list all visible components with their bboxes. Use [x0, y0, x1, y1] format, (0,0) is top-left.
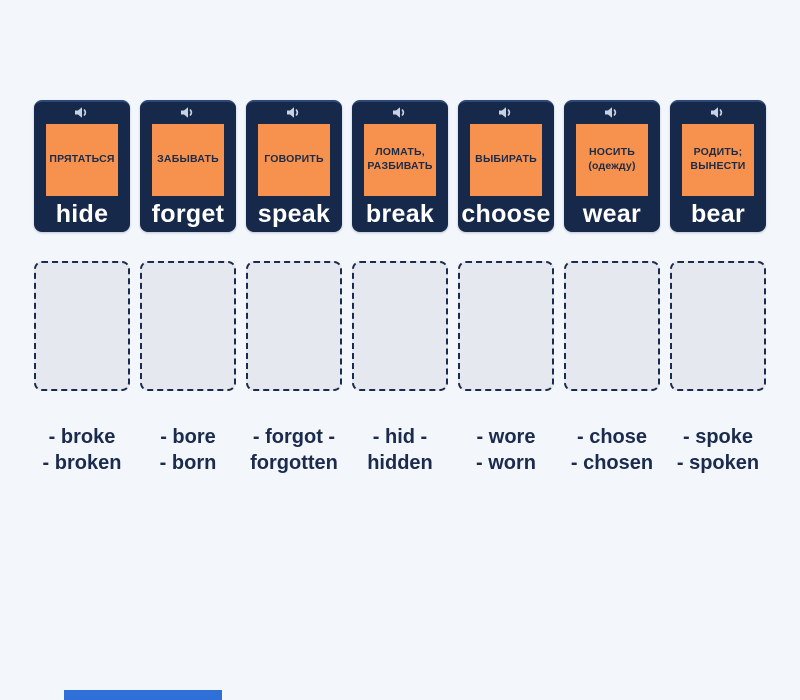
answer-label-6: - chose - chosen	[570, 426, 654, 474]
speaker-icon[interactable]	[393, 106, 407, 119]
russian-term: РОДИТЬ; ВЫНЕСТИ	[682, 124, 754, 196]
answer-cell: - bore - born	[140, 424, 236, 476]
english-word-label: bear	[690, 199, 745, 228]
answer-label-5: - wore - worn	[476, 426, 536, 474]
answer-label-1: - broke - broken	[42, 426, 122, 474]
russian-term: ПРЯТАТЬСЯ	[46, 124, 118, 196]
answer-cell: - wore - worn	[458, 424, 554, 476]
answer-label-2: - bore - born	[159, 426, 217, 474]
speaker-icon[interactable]	[287, 106, 301, 119]
english-word-label: hide	[55, 199, 109, 228]
drop-slot-4[interactable]	[352, 261, 448, 391]
keyword-cards-row: ПРЯТАТЬСЯ hide ЗАБЫВАТЬ forget ГОВОРИТЬ …	[0, 100, 800, 232]
russian-term: ЗАБЫВАТЬ	[152, 124, 224, 196]
keyword-card-wear[interactable]: НОСИТЬ (одежду) wear	[564, 100, 660, 232]
answer-cell: - broke - broken	[34, 424, 130, 476]
speaker-icon[interactable]	[181, 106, 195, 119]
speaker-icon[interactable]	[605, 106, 619, 119]
keyword-card-forget[interactable]: ЗАБЫВАТЬ forget	[140, 100, 236, 232]
russian-term: ГОВОРИТЬ	[258, 124, 330, 196]
answer-label-7: - spoke - spoken	[676, 426, 760, 474]
english-word-label: break	[365, 199, 435, 228]
drop-slot-6[interactable]	[564, 261, 660, 391]
bottom-progress-bar	[64, 690, 222, 700]
answer-label-3: - forgot - forgotten	[250, 426, 338, 474]
answer-cell: - chose - chosen	[564, 424, 660, 476]
russian-term: ЛОМАТЬ, РАЗБИВАТЬ	[364, 124, 436, 196]
russian-term: НОСИТЬ (одежду)	[576, 124, 648, 196]
match-up-activity: ПРЯТАТЬСЯ hide ЗАБЫВАТЬ forget ГОВОРИТЬ …	[0, 100, 800, 700]
drop-slot-3[interactable]	[246, 261, 342, 391]
answer-cell: - spoke - spoken	[670, 424, 766, 476]
russian-term: ВЫБИРАТЬ	[470, 124, 542, 196]
drop-slot-2[interactable]	[140, 261, 236, 391]
english-word-label: forget	[151, 199, 225, 228]
keyword-card-choose[interactable]: ВЫБИРАТЬ choose	[458, 100, 554, 232]
answer-label-4: - hid - hidden	[367, 426, 433, 474]
english-word-label: wear	[582, 199, 642, 228]
keyword-card-speak[interactable]: ГОВОРИТЬ speak	[246, 100, 342, 232]
speaker-icon[interactable]	[711, 106, 725, 119]
drop-slot-7[interactable]	[670, 261, 766, 391]
english-word-label: choose	[461, 199, 551, 228]
english-word-label: speak	[257, 199, 331, 228]
answer-labels-row: - broke - broken - bore - born - forgot …	[0, 424, 800, 476]
keyword-card-bear[interactable]: РОДИТЬ; ВЫНЕСТИ bear	[670, 100, 766, 232]
speaker-icon[interactable]	[75, 106, 89, 119]
speaker-icon[interactable]	[499, 106, 513, 119]
keyword-card-break[interactable]: ЛОМАТЬ, РАЗБИВАТЬ break	[352, 100, 448, 232]
answer-cell: - forgot - forgotten	[246, 424, 342, 476]
answer-cell: - hid - hidden	[352, 424, 448, 476]
drop-slots-row	[0, 261, 800, 391]
drop-slot-5[interactable]	[458, 261, 554, 391]
keyword-card-hide[interactable]: ПРЯТАТЬСЯ hide	[34, 100, 130, 232]
drop-slot-1[interactable]	[34, 261, 130, 391]
